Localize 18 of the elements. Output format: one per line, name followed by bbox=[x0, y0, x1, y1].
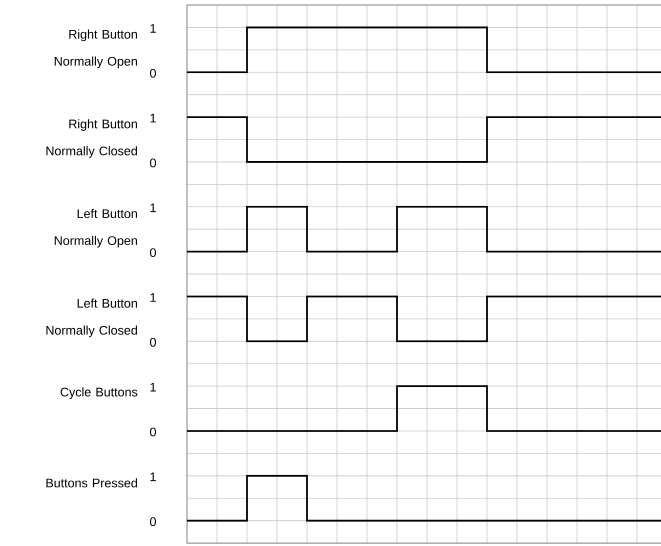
signal-label: Right Button Normally Open bbox=[54, 30, 137, 68]
signal-label: Left Button Normally Closed bbox=[46, 298, 137, 338]
signal-label: Buttons Pressed bbox=[46, 478, 137, 488]
level-label: 0 bbox=[150, 517, 156, 526]
signal-label: Left Button Normally Open bbox=[54, 208, 137, 248]
level-label: 0 bbox=[150, 248, 156, 258]
level-label: 0 bbox=[150, 68, 156, 78]
level-label: 1 bbox=[150, 114, 156, 122]
level-label: 1 bbox=[150, 204, 156, 212]
level-label: 1 bbox=[150, 24, 156, 33]
level-label: 1 bbox=[150, 472, 156, 482]
level-label: 1 bbox=[150, 382, 156, 392]
level-label: 0 bbox=[150, 158, 156, 168]
signal-label: Cycle Buttons bbox=[60, 387, 138, 399]
level-label: 1 bbox=[150, 293, 156, 302]
level-label: 0 bbox=[150, 338, 156, 347]
level-label: 0 bbox=[150, 428, 156, 436]
signal-label: Right Button Normally Closed bbox=[46, 119, 137, 158]
